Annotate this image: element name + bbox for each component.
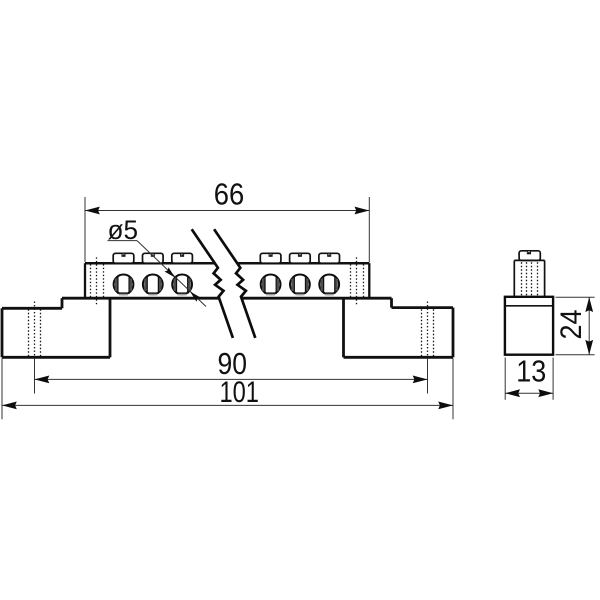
svg-text:66: 66	[214, 176, 245, 211]
svg-text:13: 13	[516, 353, 546, 388]
svg-text:ø5: ø5	[108, 215, 139, 245]
svg-text:101: 101	[219, 376, 259, 409]
svg-text:90: 90	[218, 346, 248, 381]
svg-text:24: 24	[555, 310, 588, 340]
